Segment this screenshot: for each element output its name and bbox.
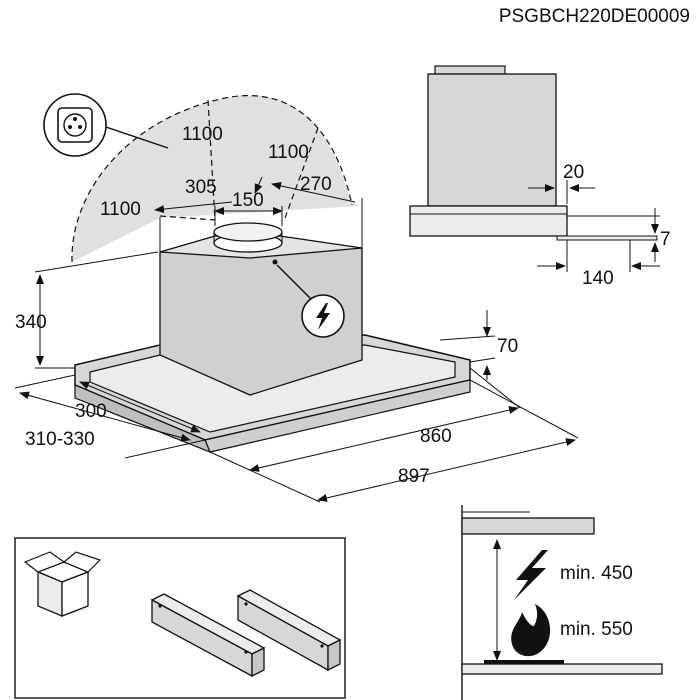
flame-icon: [511, 604, 551, 657]
box-icon: [23, 551, 102, 617]
side-dim-140-label: 140: [582, 268, 614, 289]
bracket-icon: [150, 593, 266, 678]
thickness-70-label: 70: [497, 336, 518, 357]
depth-dimensions: 300 310-330: [14, 374, 206, 459]
thickness-dimension: 70: [439, 310, 518, 380]
height-340-label: 340: [15, 312, 47, 333]
depth-range-label: 310-330: [25, 429, 95, 450]
dim-270-label: 270: [300, 174, 332, 195]
width-dimensions: 860 897: [209, 367, 579, 503]
accessories-box: [14, 537, 346, 699]
clearance-top-label: 1100: [182, 124, 223, 145]
clearance-left-label: 1100: [100, 199, 141, 220]
lightning-icon: [514, 550, 548, 600]
side-dim-7-label: 7: [660, 229, 671, 250]
height-dimension: 340: [15, 251, 159, 369]
installation-height-view: min. 450 min. 550: [461, 505, 663, 700]
hood-body: [74, 222, 471, 454]
side-dim-20-label: 20: [563, 162, 584, 183]
dim-150-label: 150: [232, 190, 264, 211]
width-860-label: 860: [420, 426, 452, 447]
electric-icon: [276, 264, 345, 338]
min-gas-label: min. 550: [560, 619, 633, 640]
clearance-zone: [71, 94, 360, 263]
product-code: PSGBCH220DE00009: [499, 6, 690, 27]
dim-305-label: 305: [185, 177, 217, 198]
socket-icon: [43, 93, 169, 157]
top-dimension-lines: [154, 176, 363, 258]
width-897-label: 897: [398, 466, 430, 487]
bracket-icon: [236, 589, 342, 672]
depth-300-label: 300: [75, 401, 107, 422]
clearance-right-label: 1100: [268, 142, 309, 163]
side-view: 20 7 140: [409, 65, 671, 289]
min-electric-label: min. 450: [560, 563, 633, 584]
